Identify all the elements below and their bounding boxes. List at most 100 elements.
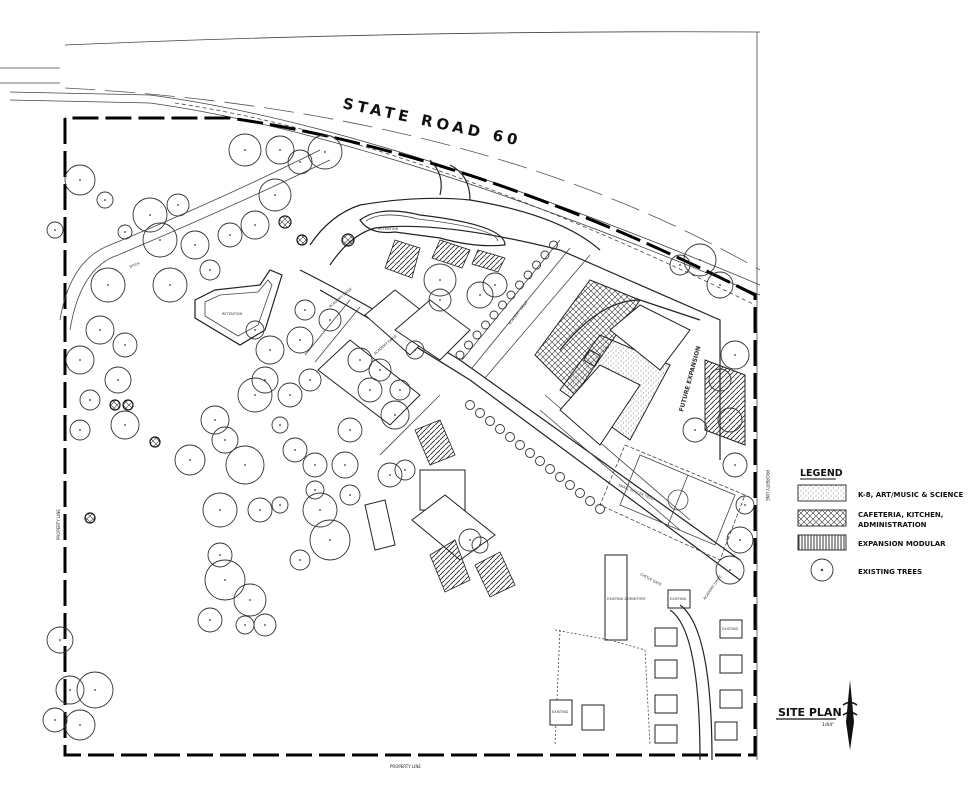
row-tree-icon: [515, 440, 525, 450]
tree-icon: [69, 419, 91, 441]
tree-icon: [228, 133, 262, 167]
hatched-tree-icon: [84, 512, 96, 524]
tree-trunk-dot: [359, 359, 361, 361]
tree-icon: [202, 492, 238, 528]
tree-trunk-dot: [744, 504, 746, 506]
tree-trunk-dot: [124, 344, 126, 346]
tree-icon: [180, 230, 210, 260]
tree-trunk-dot: [739, 539, 741, 541]
tree-icon: [65, 345, 95, 375]
row-tree-icon: [485, 416, 495, 426]
row-tree-icon: [532, 260, 541, 270]
tree-trunk-dot: [479, 544, 481, 546]
tree-icon: [735, 495, 755, 515]
tree-icon: [305, 480, 325, 500]
tree-icon: [64, 709, 96, 741]
tree-icon: [132, 197, 168, 233]
tree-trunk-dot: [279, 504, 281, 506]
tree-trunk-dot: [269, 349, 271, 351]
row-tree-icon: [464, 340, 473, 350]
tree-icon: [466, 281, 494, 309]
tree-icon: [669, 254, 691, 276]
tree-icon: [339, 484, 361, 506]
property-line-label-bottom: PROPERTY LINE: [390, 764, 421, 769]
dormitory-label: EXISTING DORMITORY: [607, 597, 647, 601]
tree-icon: [174, 444, 206, 476]
tree-trunk-dot: [379, 369, 381, 371]
tree-trunk-dot: [314, 464, 316, 466]
tree-icon: [318, 308, 342, 332]
title-block: SITE PLAN 1/64": [776, 680, 858, 750]
tree-trunk-dot: [414, 349, 416, 351]
tree-trunk-dot: [729, 419, 731, 421]
tree-icon: [357, 377, 383, 403]
tree-icon: [337, 417, 363, 443]
tree-trunk-dot: [439, 299, 441, 301]
tree-icon: [42, 707, 68, 733]
legend-title: LEGEND: [800, 468, 843, 479]
row-tree-icon: [498, 300, 507, 310]
tree-trunk-dot: [389, 474, 391, 476]
tree-trunk-dot: [107, 284, 109, 286]
tree-trunk-dot: [229, 234, 231, 236]
legend-item-trees: EXISTING TREES: [858, 568, 922, 576]
tree-trunk-dot: [344, 464, 346, 466]
tree-trunk-dot: [304, 309, 306, 311]
row-tree-icon: [481, 320, 490, 330]
tree-icon: [394, 459, 416, 481]
tree-icon: [64, 164, 96, 196]
tree-icon: [706, 271, 734, 299]
road-name-label: STATE ROAD 60: [341, 94, 523, 149]
tree-icon: [117, 224, 133, 240]
tree-icon: [380, 400, 410, 430]
tree-icon: [726, 526, 754, 554]
tree-icon: [717, 407, 743, 433]
cafeteria-kitchen-admin-building: [534, 279, 641, 396]
tree-trunk-dot: [369, 389, 371, 391]
tree-trunk-dot: [69, 689, 71, 691]
tree-trunk-dot: [699, 259, 701, 261]
hatched-tree-icon: [278, 215, 292, 229]
legend-item-k8: K-8, ART/MUSIC & SCIENCE: [858, 491, 963, 499]
tree-icon: [204, 559, 246, 601]
row-tree-icon: [465, 400, 475, 410]
tree-icon: [683, 243, 717, 277]
academy-drive-label-3: ACADEMY DRIVE: [373, 334, 398, 356]
row-tree-icon: [540, 250, 550, 260]
legend-tree-icon: [810, 558, 834, 582]
tree-trunk-dot: [734, 464, 736, 466]
tree-icon: [200, 405, 230, 435]
tree-icon: [368, 358, 392, 382]
tree-trunk-dot: [294, 449, 296, 451]
main-school-complex: [534, 279, 691, 446]
property-line-label-right: PROPERTY LINE: [765, 470, 770, 501]
tree-icon: [428, 288, 452, 312]
tree-trunk-dot: [249, 599, 251, 601]
tree-trunk-dot: [494, 284, 496, 286]
tree-trunk-dot: [79, 179, 81, 181]
legend-item-cafeteria-line2: ADMINISTRATION: [858, 521, 927, 529]
tree-icon: [90, 267, 126, 303]
existing-label-3: EXISTING: [552, 710, 569, 714]
legend-item-cafeteria: CAFETERIA, KITCHEN,: [858, 511, 943, 519]
row-tree-icon: [555, 472, 565, 482]
tree-trunk-dot: [394, 414, 396, 416]
row-tree-icon: [475, 408, 485, 418]
row-tree-icon: [595, 504, 605, 514]
tree-icon: [76, 671, 114, 709]
tree-trunk-dot: [719, 284, 721, 286]
site-plan-title: SITE PLAN: [778, 706, 842, 719]
tree-trunk-dot: [264, 624, 266, 626]
tree-trunk-dot: [289, 394, 291, 396]
tree-trunk-dot: [149, 214, 151, 216]
tree-icon: [217, 222, 243, 248]
tree-trunk-dot: [124, 424, 126, 426]
tree-trunk-dot: [329, 319, 331, 321]
tree-icon: [96, 191, 114, 209]
tree-trunk-dot: [329, 539, 331, 541]
tree-icon: [104, 366, 132, 394]
tree-icon: [166, 193, 190, 217]
tree-trunk-dot: [159, 239, 161, 241]
tree-trunk-dot: [719, 379, 721, 381]
